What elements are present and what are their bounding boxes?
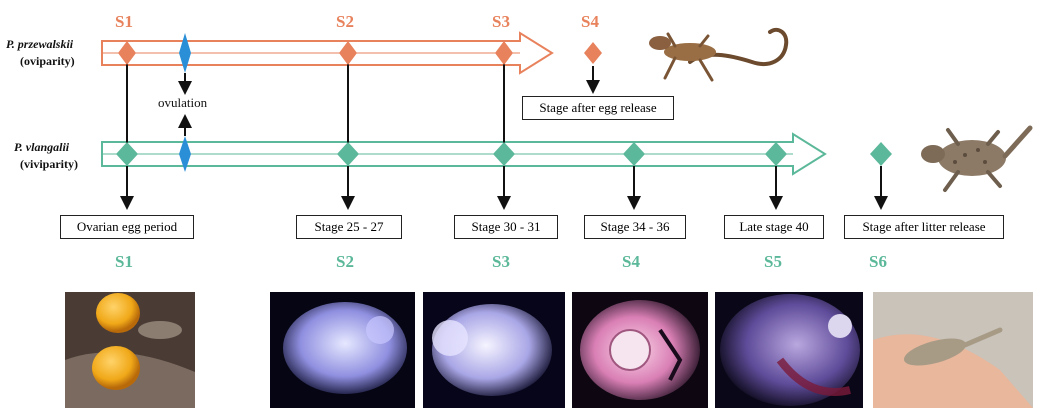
bottom-stage-label-s3: S3 (492, 252, 510, 272)
stage-box-s6: Stage after litter release (844, 215, 1004, 239)
stage-box-s3: Stage 30 - 31 (454, 215, 558, 239)
bottom-stage-marker-s6 (870, 142, 892, 166)
bottom-stage-label-s5: S5 (764, 252, 782, 272)
stage-box-s4: Stage 34 - 36 (584, 215, 686, 239)
embryo-late-stage-40-photo (715, 292, 863, 408)
bottom-stage-label-s2: S2 (336, 252, 354, 272)
bottom-species-name: P. vlangalii (14, 140, 69, 155)
stage-box-s1: Ovarian egg period (60, 215, 194, 239)
ovarian-egg-photo (65, 292, 195, 408)
bottom-stage-label-s1: S1 (115, 252, 133, 272)
stage-box-s5: Late stage 40 (724, 215, 824, 239)
top-species-mode: (oviparity) (20, 54, 75, 69)
bottom-species-mode: (viviparity) (20, 157, 78, 172)
stage-box-s2: Stage 25 - 27 (296, 215, 402, 239)
top-stage-label-s2: S2 (336, 12, 354, 32)
embryo-stage-34-36-photo (572, 292, 708, 408)
oviparous-lizard-illustration (649, 30, 786, 80)
embryo-stage-25-27-photo (270, 292, 415, 408)
top-stage-marker-s4 (584, 42, 602, 64)
top-stage-label-s1: S1 (115, 12, 133, 32)
ovulation-label: ovulation (158, 95, 207, 111)
stage-after-egg-release-box: Stage after egg release (522, 96, 674, 120)
neonate-lizard-photo (873, 292, 1033, 408)
viviparous-lizard-illustration (921, 128, 1030, 190)
embryo-stage-30-31-photo (423, 292, 565, 408)
bottom-stage-label-s6: S6 (869, 252, 887, 272)
top-stage-label-s4: S4 (581, 12, 599, 32)
top-stage-label-s3: S3 (492, 12, 510, 32)
top-species-name: P. przewalskii (6, 37, 73, 52)
ovulation-marker-top (179, 33, 191, 73)
bottom-stage-label-s4: S4 (622, 252, 640, 272)
